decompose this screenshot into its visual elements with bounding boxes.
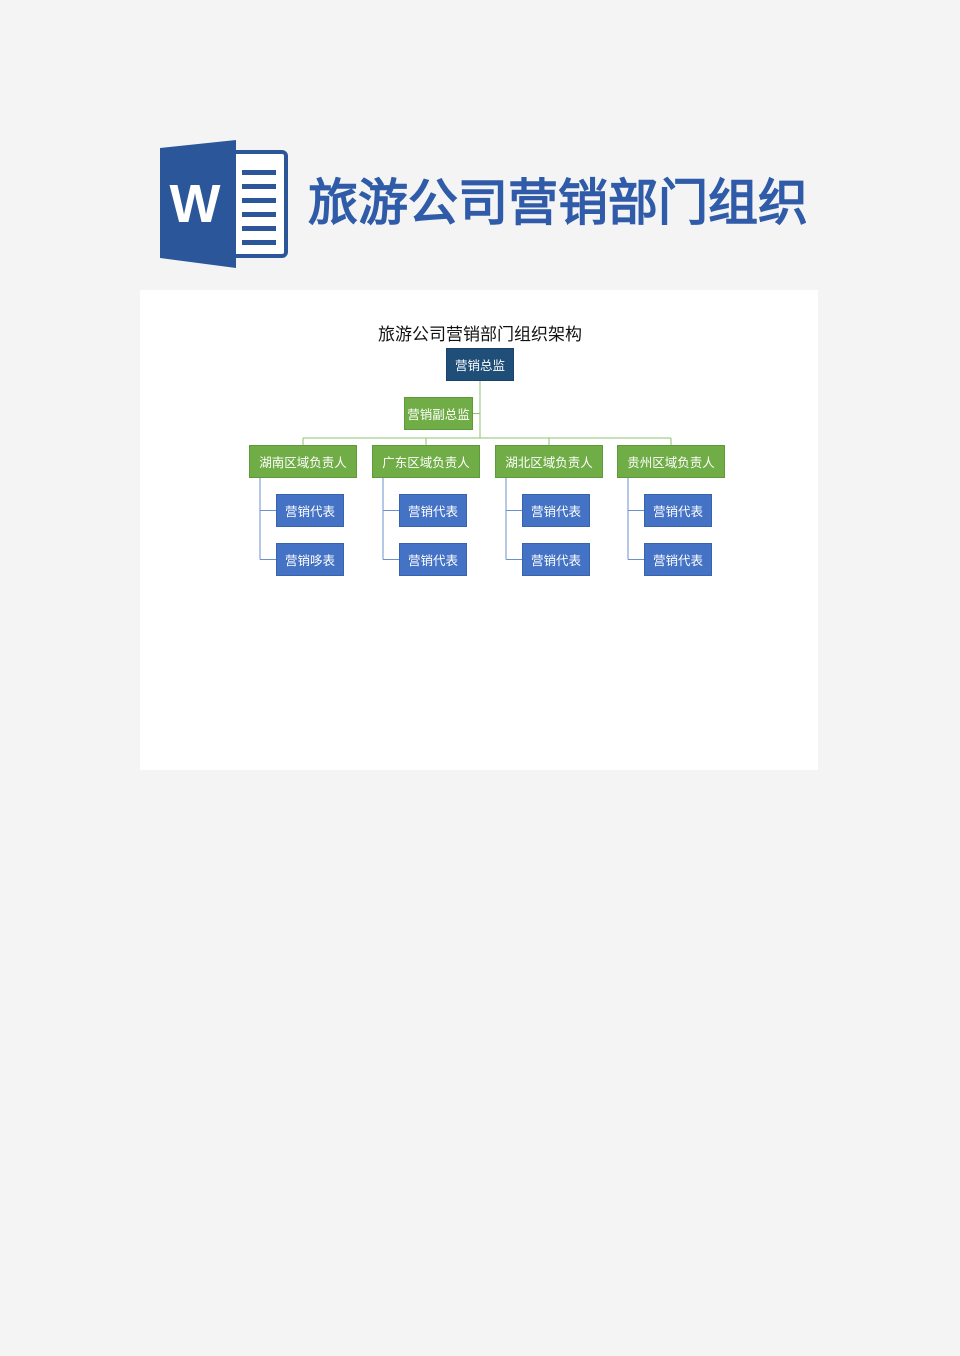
page-title: 旅游公司营销部门组织 (308, 174, 808, 232)
node-rep-3-1: 营销代表 (522, 494, 590, 527)
node-director: 营销总监 (446, 348, 514, 381)
node-region-1: 湖南区域负责人 (249, 445, 357, 478)
org-chart-panel: 旅游公司营销部门组织架构 营销总监营销副总监湖南区域负责人营销代表营销哆表广东区… (140, 290, 818, 770)
node-region-3: 湖北区域负责人 (495, 445, 603, 478)
node-rep-4-2: 营销代表 (644, 543, 712, 576)
node-region-4: 贵州区域负责人 (617, 445, 725, 478)
node-rep-2-1: 营销代表 (399, 494, 467, 527)
node-rep-3-2: 营销代表 (522, 543, 590, 576)
chart-title: 旅游公司营销部门组织架构 (378, 325, 582, 345)
node-deputy: 营销副总监 (404, 397, 473, 430)
node-region-2: 广东区域负责人 (372, 445, 480, 478)
node-rep-2-2: 营销代表 (399, 543, 467, 576)
org-chart-connectors (259, 381, 672, 560)
node-rep-1-2: 营销哆表 (276, 543, 344, 576)
logo-letter: W (170, 174, 221, 234)
word-logo-icon: W (160, 140, 288, 268)
node-rep-1-1: 营销代表 (276, 494, 344, 527)
node-rep-4-1: 营销代表 (644, 494, 712, 527)
